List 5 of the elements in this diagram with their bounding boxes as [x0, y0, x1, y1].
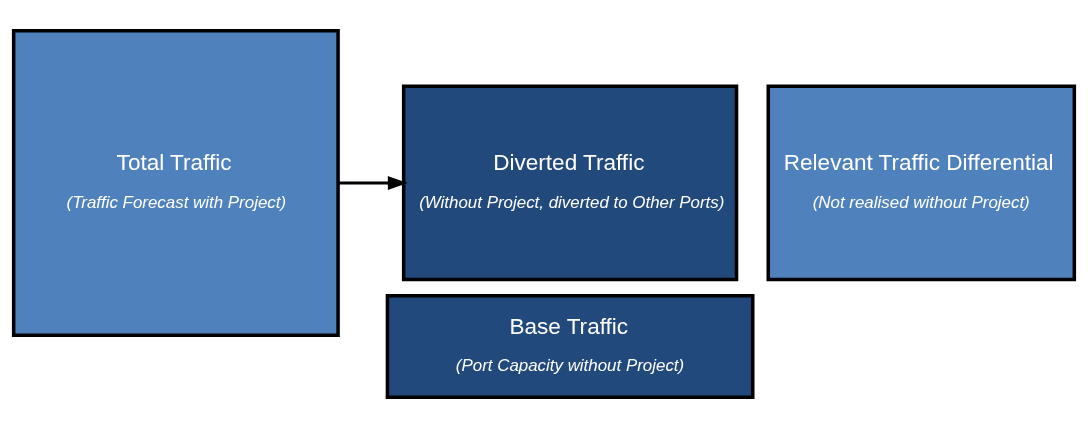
node-box: Base Traffic (Port Capacity without Project) [385, 293, 755, 399]
node-box: Diverted Traffic (Without Project, diverted to Other Ports) [401, 84, 739, 281]
node-box: Total Traffic (Traffic Forecast with Project) [11, 28, 340, 337]
arrow [338, 175, 408, 190]
node-box: Relevant Traffic Differential (Not realised without Project) [766, 84, 1077, 281]
